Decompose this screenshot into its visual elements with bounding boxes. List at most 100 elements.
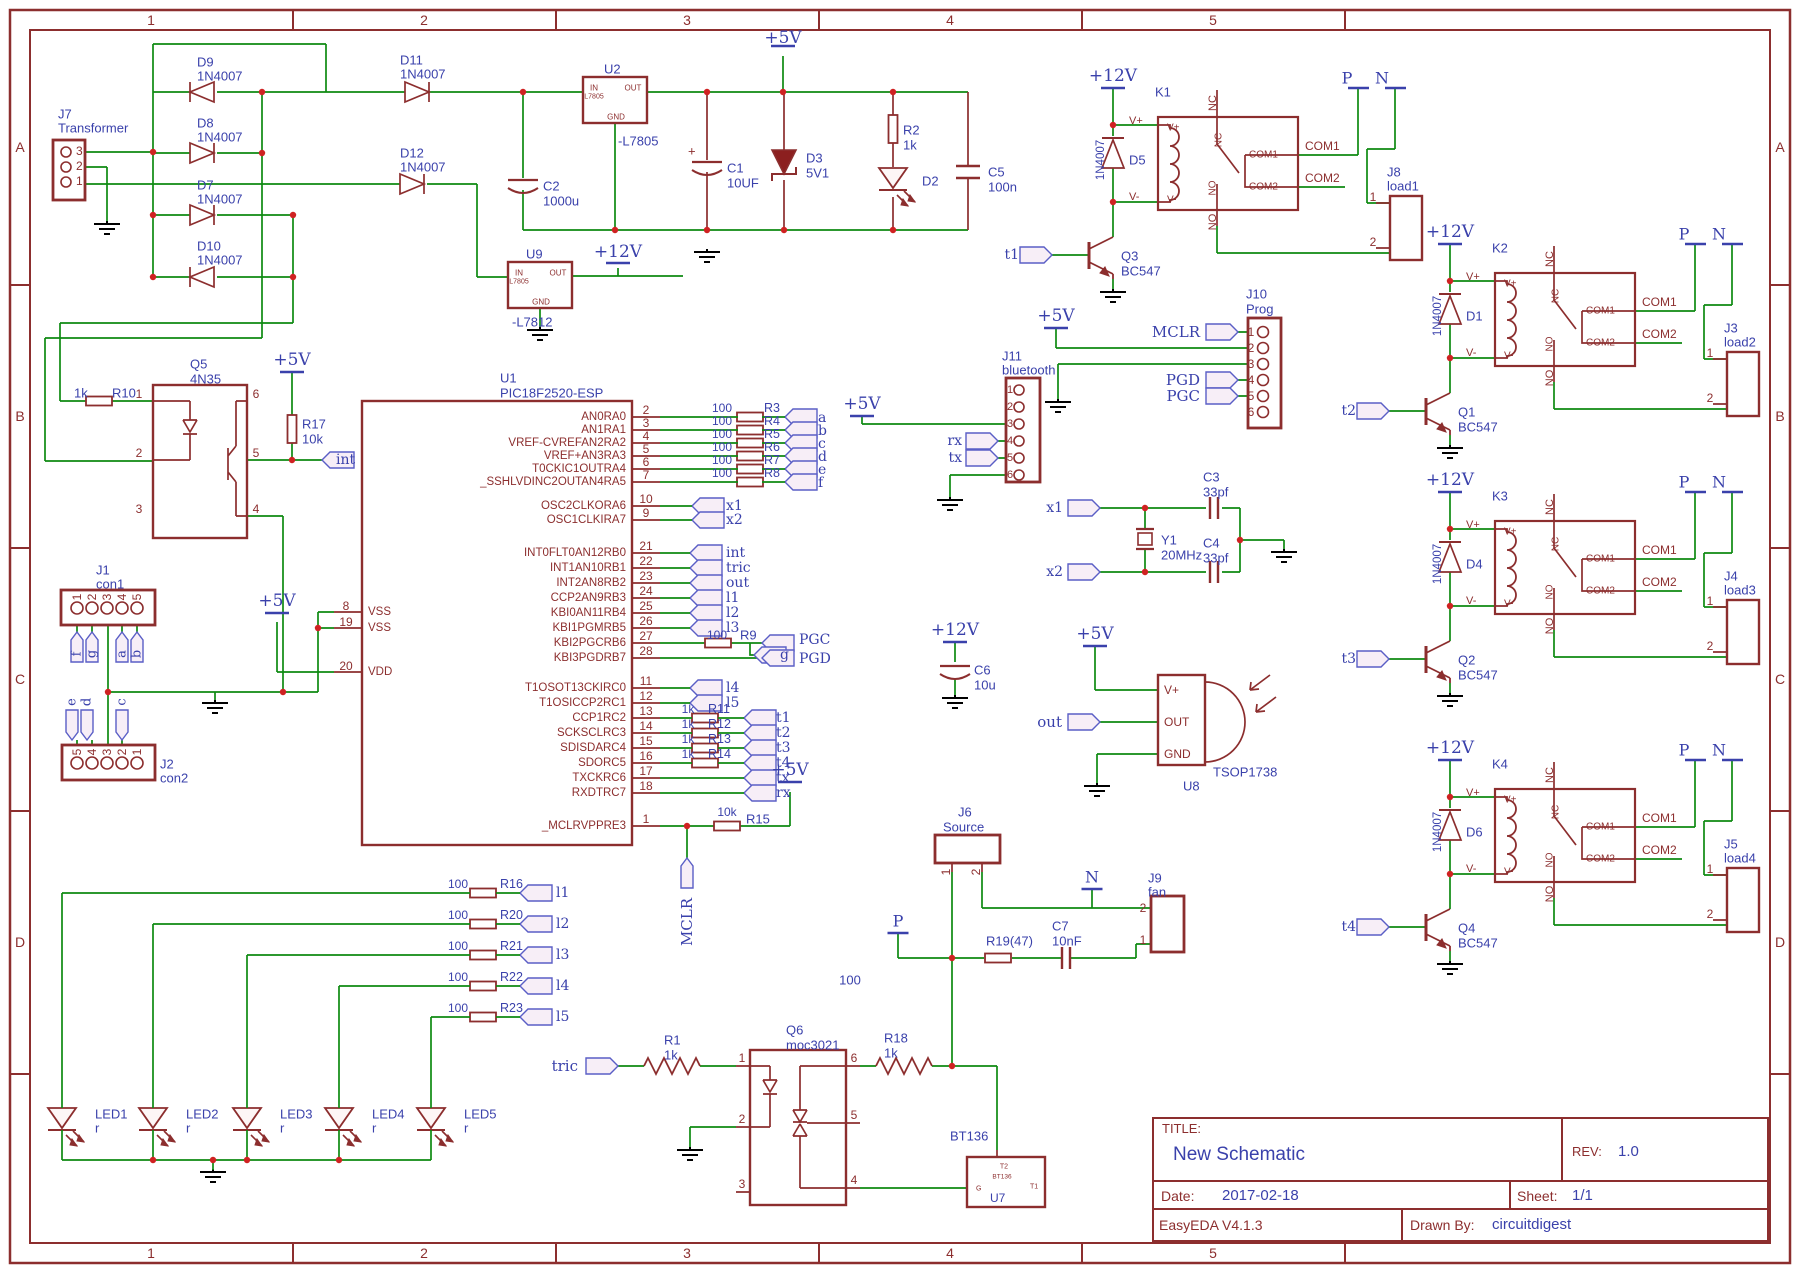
u9-pin-out: OUT: [550, 269, 567, 278]
sheet-row-B-r: B: [1775, 408, 1784, 424]
net-b: b: [130, 650, 145, 658]
j11-pin-6: 6: [1007, 469, 1013, 481]
floating-100: 100: [839, 973, 861, 988]
connector-j10[interactable]: [1246, 316, 1283, 430]
u1-pin-9: 9: [643, 506, 650, 520]
u1-name-SDORC5: SDORC5: [578, 757, 626, 769]
k2-vminus-in: V-: [1504, 351, 1513, 362]
connector-j1[interactable]: [59, 588, 157, 627]
r12-value: 1k: [682, 717, 696, 731]
net-f: f: [70, 650, 85, 656]
u1-name-RXDTRC7: RXDTRC7: [572, 787, 626, 799]
crystal-y1[interactable]: [1136, 527, 1154, 551]
d12-ref: D12: [400, 146, 424, 161]
d7-value: 1N4007: [197, 192, 243, 207]
u1-pin-23: 23: [639, 569, 653, 583]
led5-value: r: [464, 1121, 469, 1136]
diodes[interactable]: [187, 80, 432, 289]
u1-pin-26: 26: [639, 614, 653, 628]
optotriac-q6[interactable]: [748, 1048, 848, 1207]
j10-pin-2: 2: [1248, 341, 1255, 355]
net-5v-u8: +5V: [1076, 624, 1114, 644]
net-5v-j10: +5V: [1037, 306, 1075, 326]
u1-pin-16: 16: [639, 749, 653, 763]
k4-vplus-in: V+: [1504, 795, 1517, 806]
j1-pin-5: 5: [130, 593, 144, 600]
j7-ref: J7: [58, 107, 72, 122]
relay-module-k3[interactable]: [1356, 490, 1761, 707]
ground-symbols: [94, 221, 1297, 1183]
connector-j2[interactable]: [60, 743, 157, 782]
r13-value: 1k: [682, 732, 696, 746]
j10-pin-5: 5: [1248, 389, 1255, 403]
j3-pin-2: 2: [1707, 391, 1714, 405]
k1-com1: COM1: [1305, 139, 1340, 153]
u1-name-CCP2AN9RB3: CCP2AN9RB3: [551, 592, 626, 604]
triac-u7[interactable]: [965, 1155, 1047, 1209]
r1-ref: R1: [664, 1033, 681, 1048]
j11-pin-4: 4: [1007, 435, 1013, 447]
k3-nc-in: NC: [1551, 537, 1562, 551]
led-5[interactable]: [415, 1107, 455, 1147]
connector-j6[interactable]: [933, 833, 1002, 865]
k1-com2-in: COM2: [1249, 182, 1278, 193]
connector-j9[interactable]: [1149, 894, 1186, 954]
j11-pin-3: 3: [1007, 418, 1013, 430]
u1-pin-22: 22: [639, 554, 653, 568]
mcu-u1[interactable]: [360, 399, 634, 847]
j9-ref: J9: [1148, 871, 1162, 886]
regulator-u9[interactable]: [506, 260, 574, 310]
d10-ref: D10: [197, 239, 221, 254]
net-12v-u9: +12V: [594, 242, 643, 262]
c1-plus: +: [688, 144, 696, 159]
u1-pin-21: 21: [639, 539, 653, 553]
u1-name-KBI3PGDRB7: KBI3PGDRB7: [554, 652, 626, 664]
led2-value: r: [186, 1121, 191, 1136]
led-1[interactable]: [46, 1107, 86, 1147]
j8-value: load1: [1387, 179, 1419, 194]
ir-receiver-u8[interactable]: [1156, 673, 1207, 767]
optocoupler-q5[interactable]: [151, 383, 249, 540]
net-led-l2: l2: [556, 916, 569, 932]
R23-value: 100: [448, 1001, 468, 1015]
u1-pin-25: 25: [639, 599, 653, 613]
led-d2[interactable]: [877, 167, 917, 207]
c2-ref: C2: [543, 179, 560, 194]
power-flags[interactable]: [265, 44, 1107, 935]
r5-ref: R5: [764, 427, 780, 441]
regulator-u2[interactable]: [581, 75, 649, 125]
component-boxes[interactable]: [51, 75, 1283, 1209]
zener-d3[interactable]: [770, 149, 798, 181]
u1-pin-18: 18: [639, 779, 653, 793]
capacitors[interactable]: [507, 160, 1220, 969]
net-flags[interactable]: [65, 323, 1239, 1075]
led-2[interactable]: [137, 1107, 177, 1147]
u1-name-VREF+AN3RA3: VREF+AN3RA3: [544, 450, 626, 462]
q4-value: BC547: [1458, 936, 1498, 951]
net-out: out: [726, 575, 749, 591]
connector-j11[interactable]: [1004, 376, 1042, 484]
sheet-row-A: A: [15, 139, 25, 155]
net-x1: x1: [1046, 500, 1063, 516]
k2-nc-out: NC: [1544, 251, 1556, 267]
R23-ref: R23: [500, 1001, 523, 1015]
net-12v-c6: +12V: [931, 620, 980, 640]
relay-module-k1[interactable]: [1019, 86, 1424, 303]
sheet-row-A-r: A: [1775, 139, 1785, 155]
relay-module-k2[interactable]: [1356, 242, 1761, 459]
d9-ref: D9: [197, 55, 214, 70]
connector-j7[interactable]: [51, 138, 87, 202]
led-3[interactable]: [231, 1107, 271, 1147]
u1-name-INT2AN8RB2: INT2AN8RB2: [556, 577, 626, 589]
net-tric-q6: tric: [552, 1057, 578, 1075]
net-12v-k4: +12V: [1426, 738, 1475, 758]
relay-module-k4[interactable]: [1356, 758, 1761, 975]
q2-value: BC547: [1458, 668, 1498, 683]
k3-no-in: NO: [1545, 584, 1556, 599]
u1-ref: U1: [500, 371, 517, 386]
j4-value: load3: [1724, 583, 1756, 598]
u1-name-AN1RA1: AN1RA1: [581, 424, 626, 436]
R20-value: 100: [448, 908, 468, 922]
led-4[interactable]: [323, 1107, 363, 1147]
